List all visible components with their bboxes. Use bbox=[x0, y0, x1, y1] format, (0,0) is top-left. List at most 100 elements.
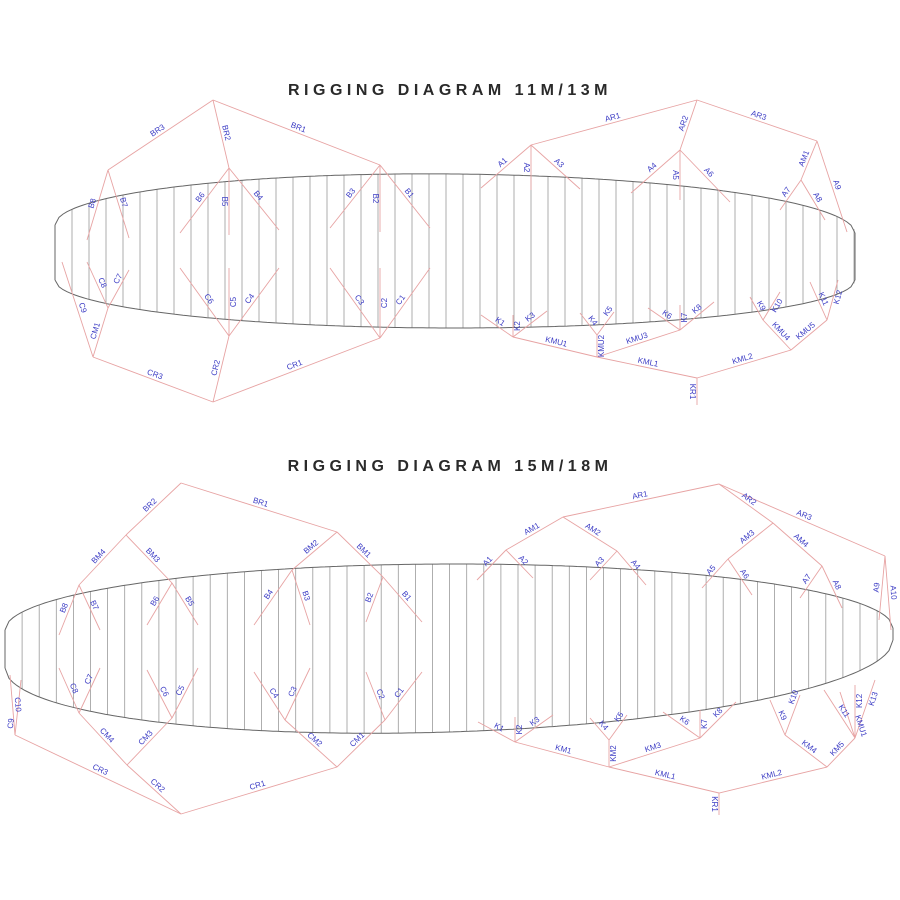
rigging-line bbox=[790, 319, 828, 351]
rigging-line bbox=[146, 669, 173, 719]
rigging-line bbox=[291, 569, 311, 626]
line-label-km1: KM1 bbox=[554, 743, 573, 756]
line-label-ar2: AR2 bbox=[740, 491, 758, 508]
rigging-line bbox=[749, 296, 764, 321]
line-label-k3: K3 bbox=[528, 715, 542, 728]
rigging-line bbox=[772, 522, 823, 567]
rigging-line bbox=[589, 550, 618, 581]
line-label-a3: A3 bbox=[593, 555, 607, 569]
rigging-line bbox=[839, 691, 856, 739]
line-label-c8: C8 bbox=[96, 276, 109, 290]
line-label-kml2: KML2 bbox=[760, 768, 783, 782]
line-label-c5: C5 bbox=[229, 296, 238, 307]
rigging-line bbox=[727, 558, 753, 596]
rigging-line bbox=[212, 337, 381, 403]
line-label-b3: B3 bbox=[344, 186, 357, 200]
line-label-c1: C1 bbox=[394, 293, 408, 307]
diagram-title-text: RIGGING DIAGRAM 11M/13M bbox=[288, 82, 612, 99]
rigging-line bbox=[562, 516, 618, 552]
rigging-line bbox=[662, 711, 701, 739]
line-label-br2: BR2 bbox=[220, 124, 232, 142]
line-label-k11: K11 bbox=[837, 703, 852, 720]
line-label-c4: C4 bbox=[243, 292, 257, 306]
rigging-line bbox=[86, 261, 109, 309]
rigging-line bbox=[146, 582, 173, 626]
line-label-bm2: BM2 bbox=[302, 538, 321, 556]
rigging-line bbox=[365, 576, 384, 623]
line-label-bm4: BM4 bbox=[90, 547, 108, 566]
line-label-b4: B4 bbox=[262, 587, 275, 601]
rigging-line bbox=[180, 482, 338, 533]
rigging-line bbox=[179, 267, 230, 337]
rigging-line bbox=[718, 766, 828, 794]
rigging-line bbox=[718, 483, 886, 557]
rigging-line bbox=[809, 281, 828, 321]
line-label-kmu2: KMU2 bbox=[597, 334, 606, 357]
rigging-line bbox=[180, 766, 338, 815]
canopy-leading-edge bbox=[54, 173, 856, 234]
line-label-b7: B7 bbox=[118, 196, 130, 209]
rigging-line bbox=[171, 667, 199, 719]
line-label-a10: A10 bbox=[888, 585, 898, 600]
line-label-ar3: AR3 bbox=[795, 508, 813, 523]
rigging-line bbox=[78, 584, 101, 631]
rigging-line bbox=[505, 549, 534, 579]
line-label-b3: B3 bbox=[300, 590, 312, 603]
rigging-line bbox=[696, 99, 818, 142]
rigging-line bbox=[379, 267, 431, 339]
rigging-line bbox=[826, 279, 839, 321]
line-label-a7: A7 bbox=[780, 185, 793, 199]
rigging-line bbox=[784, 734, 828, 768]
rigging-line bbox=[379, 164, 431, 229]
rigging-line bbox=[608, 737, 701, 768]
canopy-trailing-edge bbox=[54, 279, 856, 329]
rigging-line bbox=[579, 312, 598, 336]
rigging-line bbox=[514, 714, 554, 743]
line-label-br1: BR1 bbox=[290, 120, 308, 134]
line-label-am3: AM3 bbox=[738, 528, 757, 546]
line-label-a9: A9 bbox=[872, 582, 882, 593]
canopy-leading-edge bbox=[4, 563, 894, 631]
line-label-c5: C5 bbox=[174, 683, 187, 697]
rigging-line bbox=[823, 689, 856, 739]
rigging-line bbox=[61, 261, 94, 358]
line-label-b5: B5 bbox=[183, 595, 196, 609]
rigging-line bbox=[727, 522, 774, 560]
rigging-line bbox=[816, 140, 848, 233]
rigging-line bbox=[228, 267, 280, 337]
line-label-br1: BR1 bbox=[252, 496, 270, 509]
rigging-line bbox=[329, 267, 381, 339]
line-label-a2: A2 bbox=[522, 163, 531, 173]
rigging-line bbox=[9, 674, 16, 736]
rigging-line bbox=[14, 679, 22, 736]
line-label-k10: K10 bbox=[770, 297, 785, 314]
line-label-k8: K8 bbox=[690, 302, 704, 316]
line-label-kml1: KML1 bbox=[637, 356, 660, 369]
rigging-line bbox=[480, 314, 514, 338]
rigging-line bbox=[384, 671, 423, 721]
rigging-line bbox=[228, 167, 280, 231]
line-label-c2: C2 bbox=[374, 688, 386, 701]
line-label-c1: C1 bbox=[393, 685, 407, 699]
rigging-line bbox=[477, 721, 516, 743]
rigging-line bbox=[253, 569, 293, 626]
rigging-line bbox=[608, 766, 720, 794]
line-label-cr2: CR2 bbox=[149, 777, 167, 795]
rigging-line bbox=[826, 737, 856, 768]
line-label-b4: B4 bbox=[252, 189, 265, 203]
line-label-k5: K5 bbox=[601, 304, 614, 318]
line-label-k12: K12 bbox=[855, 693, 864, 708]
rigging-line bbox=[762, 291, 781, 321]
line-label-k4: K4 bbox=[597, 719, 611, 733]
rigging-line bbox=[701, 558, 729, 589]
rigging-line bbox=[596, 356, 698, 379]
rigging-line bbox=[253, 671, 286, 721]
line-label-cr1: CR1 bbox=[249, 779, 267, 792]
line-label-c2: C2 bbox=[380, 297, 389, 308]
rigging-line bbox=[476, 549, 507, 581]
line-label-ar2: AR2 bbox=[677, 114, 691, 132]
line-label-k1: K1 bbox=[493, 315, 507, 328]
line-label-b6: B6 bbox=[148, 594, 161, 607]
rigging-line bbox=[107, 169, 130, 239]
